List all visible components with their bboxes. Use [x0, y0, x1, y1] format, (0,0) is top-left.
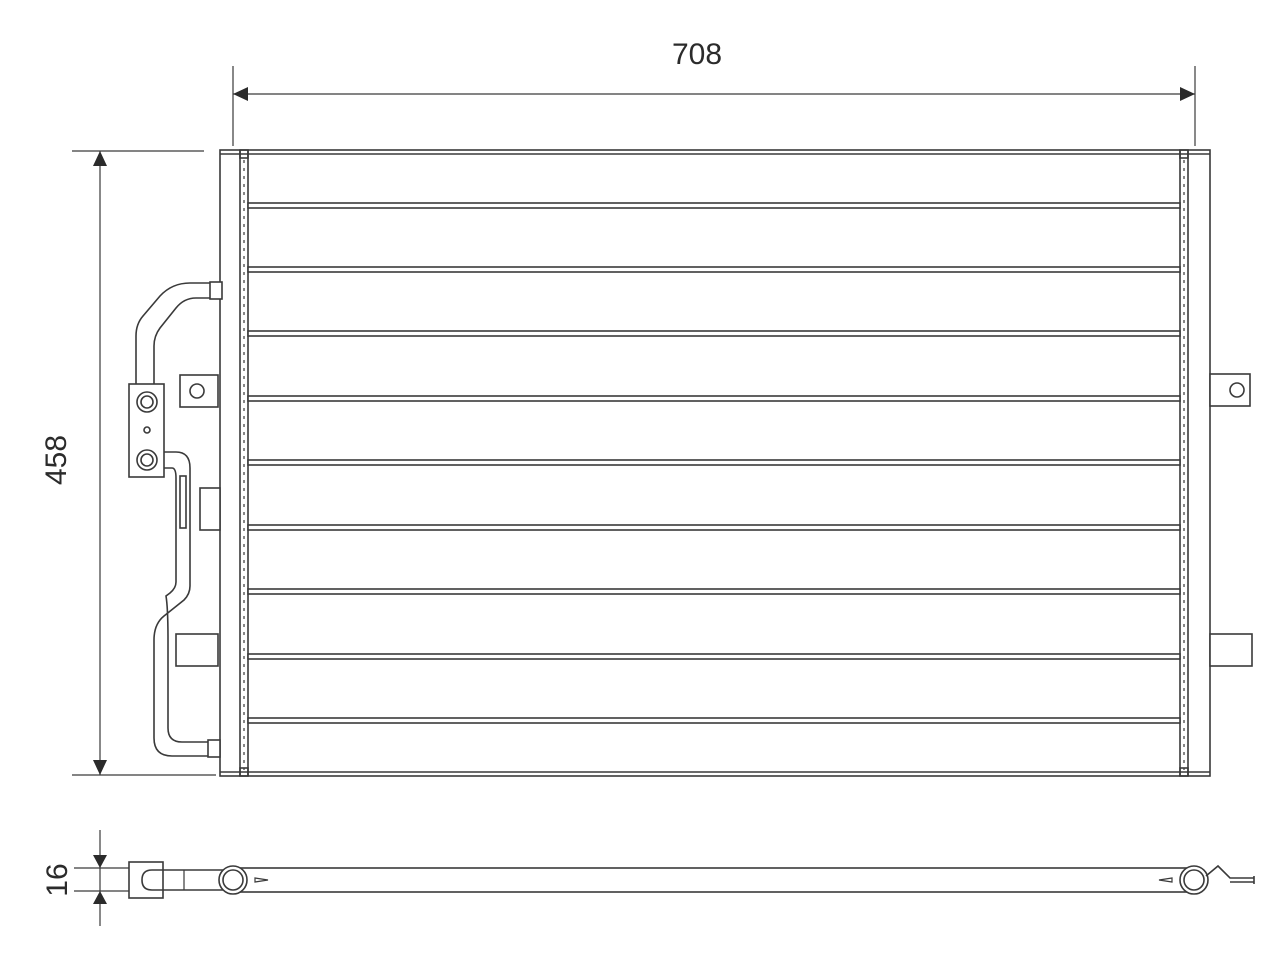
tube-3 [247, 330, 1181, 337]
height-label: 458 [40, 435, 73, 485]
depth-dimension: 16 [41, 830, 130, 926]
right-mount-bracket-upper [1209, 373, 1251, 407]
tube-1 [247, 202, 1181, 209]
height-dimension: 458 [40, 150, 216, 776]
tube-7 [247, 588, 1181, 595]
tube-2 [247, 266, 1181, 273]
tube-5 [247, 459, 1181, 466]
left-mount-bracket-upper [179, 374, 219, 408]
refrigerant-pipes [128, 281, 223, 758]
tube-4 [247, 395, 1181, 402]
tube-8 [247, 653, 1181, 660]
width-label: 708 [672, 38, 722, 71]
condenser-core [219, 149, 1211, 777]
right-mount-bracket-lower [1209, 633, 1253, 667]
width-dimension: 708 [232, 38, 1196, 146]
tube-9 [247, 717, 1181, 724]
tube-6 [247, 524, 1181, 531]
left-mount-bracket-lower [175, 633, 219, 667]
depth-label: 16 [41, 863, 74, 896]
side-view [128, 861, 1255, 899]
condenser-tubes [247, 202, 1181, 724]
